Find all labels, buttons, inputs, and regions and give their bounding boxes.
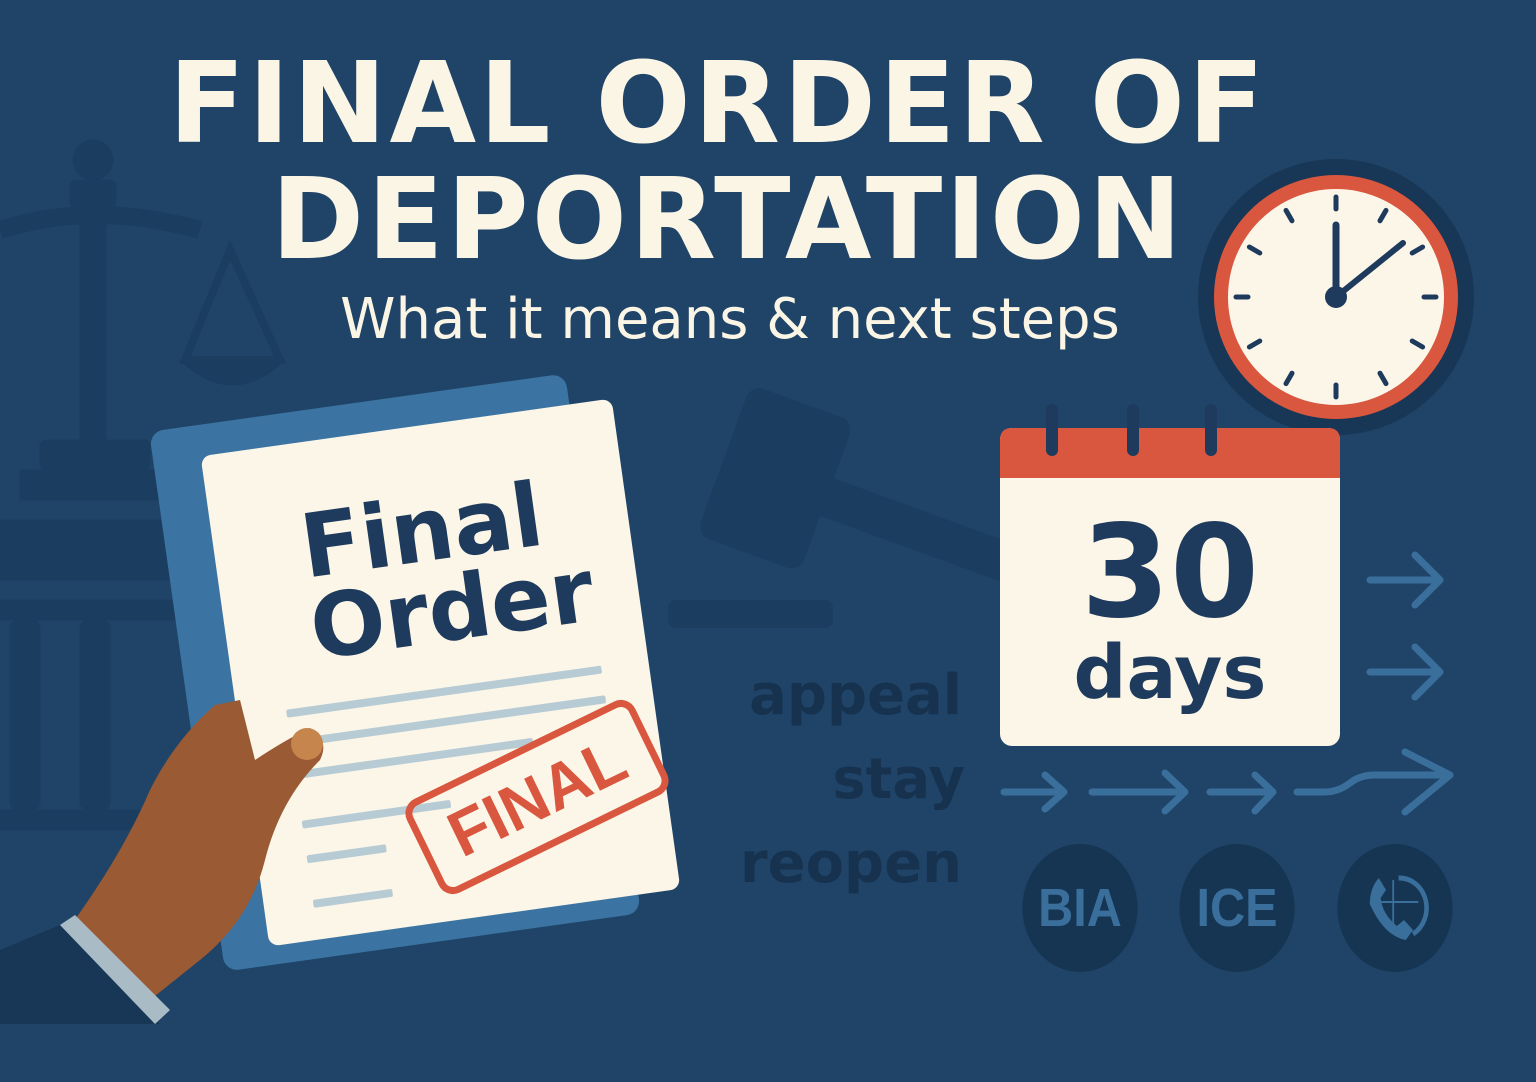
calendar-unit: days	[1073, 630, 1267, 716]
hand-icon	[0, 700, 324, 1024]
clock-tick	[1377, 370, 1389, 387]
step-appeal: appeal	[749, 663, 962, 728]
clock-tick	[1246, 244, 1263, 256]
clock-tick	[1283, 370, 1295, 387]
final-order-document: Final Order FINAL	[0, 373, 681, 1024]
step-stay: stay	[832, 747, 965, 812]
phone-badge	[1337, 844, 1453, 972]
title-line-2: DEPORTATION	[271, 155, 1185, 285]
ice-badge: ICE	[1179, 844, 1295, 972]
step-reopen: reopen	[739, 831, 962, 896]
clock-tick	[1283, 207, 1295, 224]
gavel-icon	[668, 388, 1029, 628]
calendar-icon	[1000, 404, 1340, 746]
title-line-1: FINAL ORDER OF	[168, 39, 1268, 169]
clock-tick	[1377, 207, 1389, 224]
arrow-right-icon	[1000, 551, 1454, 816]
clock-icon	[1198, 159, 1474, 435]
phone-icon	[1369, 875, 1429, 940]
calendar-number: 30	[1080, 498, 1260, 647]
clock-tick	[1409, 244, 1426, 256]
clock-tick	[1409, 338, 1426, 350]
subtitle: What it means & next steps	[340, 287, 1120, 352]
bia-badge: BIA	[1022, 844, 1138, 972]
clock-tick	[1246, 338, 1263, 350]
